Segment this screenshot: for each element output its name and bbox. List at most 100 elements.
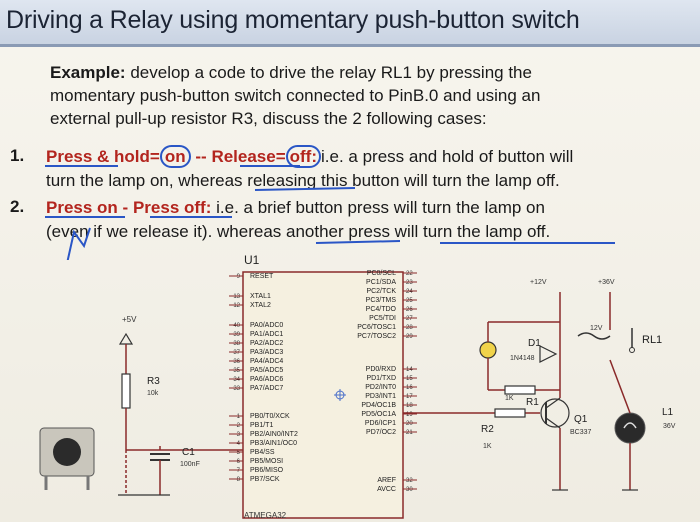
slide-title: Driving a Relay using momentary push-but…	[6, 6, 580, 34]
chip-right-pin-label: PD3/INT1	[365, 393, 396, 400]
chip-right-pin-number: 26	[406, 307, 413, 313]
chip-right-pin-number: 29	[406, 334, 413, 340]
chip-right-pin-number: 15	[406, 376, 413, 382]
r3-value: 10k	[147, 390, 159, 397]
chip-right-pin-number: 14	[406, 367, 413, 373]
chip-right-pin-number: 20	[406, 421, 413, 427]
chip-right-pin-label: PD6/ICP1	[365, 420, 396, 427]
case-2-release-label: Press off:	[132, 198, 212, 217]
chip-left-pin-label: PB0/T0/XCK	[250, 413, 290, 420]
case-2-line-2: (even if we release it). whereas another…	[46, 222, 551, 241]
case-1-press-label: Press & hold=	[46, 147, 160, 166]
l1-value: 36V	[663, 423, 676, 430]
chip-left-pin-label: PB3/AIN1/OC0	[250, 440, 297, 447]
chip-left-pin-label: RESET	[250, 273, 274, 280]
chip-left-pin-number: 12	[233, 303, 240, 309]
chip-left-pin-number: 1	[237, 414, 241, 420]
chip-left-pin-label: PA6/ADC6	[250, 376, 283, 383]
case-1-release-label: Release=	[211, 147, 286, 166]
chip-left-pin-number: 40	[233, 323, 240, 329]
r1-value: 1K	[505, 395, 514, 402]
q1-label: Q1	[574, 414, 588, 425]
chip-left-pin-label: PA1/ADC1	[250, 331, 283, 338]
chip-right-pin-label: PC0/SCL	[367, 270, 396, 277]
chip-right-pin-label: AVCC	[377, 486, 396, 493]
supply-12v: +12V	[530, 279, 547, 286]
chip-left-pin-label: PA2/ADC2	[250, 340, 283, 347]
case-1-rest: i.e. a press and hold of button will	[321, 147, 574, 166]
chip-left-pin-label: PB1/T1	[250, 422, 273, 429]
chip-right-pin-number: 22	[406, 271, 413, 277]
chip-right-pin-number: 24	[406, 289, 413, 295]
title-bar: Driving a Relay using momentary push-but…	[0, 0, 700, 47]
chip-right-pin-label: PC6/TOSC1	[357, 324, 396, 331]
chip-name: ATMEGA32	[244, 511, 287, 520]
chip-right-pin-label: PC1/SDA	[366, 279, 396, 286]
chip-left-pin-label: PA7/ADC7	[250, 385, 283, 392]
chip-left-pin-label: XTAL2	[250, 302, 271, 309]
chip-left-pin-label: PB4/SS	[250, 449, 275, 456]
chip-left-pin-number: 38	[233, 341, 240, 347]
chip-right-pin-label: PC3/TMS	[366, 297, 397, 304]
chip-left-pin-label: PA4/ADC4	[250, 358, 283, 365]
example-label: Example:	[50, 63, 126, 82]
case-1-release-value: off:	[285, 145, 322, 168]
chip-left-pin-number: 37	[233, 350, 240, 356]
chip-right-pin-number: 30	[406, 487, 413, 493]
left-pin-group: RESET9XTAL113XTAL212PA0/ADC040PA1/ADC139…	[229, 273, 298, 483]
chip-left-pin-number: 36	[233, 359, 240, 365]
chip-ref: U1	[244, 253, 260, 267]
chip-left-pin-label: XTAL1	[250, 293, 271, 300]
example-line-3: external pull-up resistor R3, discuss th…	[50, 109, 487, 128]
chip-right-pin-number: 32	[406, 478, 413, 484]
chip-left-pin-number: 9	[237, 274, 241, 280]
c1-value: 100nF	[180, 461, 200, 468]
chip-right-pin-number: 23	[406, 280, 413, 286]
case-1-line-1: Press & hold=on -- Release=off:i.e. a pr…	[46, 145, 574, 168]
case-2-rest: i.e. a brief button press will turn the …	[216, 198, 545, 217]
chip-right-pin-label: AREF	[377, 477, 396, 484]
example-text-1: develop a code to drive the relay RL1 by…	[130, 63, 532, 82]
case-2-press-label: Press on	[46, 198, 118, 217]
chip-left-pin-label: PA0/ADC0	[250, 322, 283, 329]
example-line-2: momentary push-button switch connected t…	[50, 86, 541, 105]
chip-left-pin-number: 35	[233, 368, 240, 374]
chip-right-pin-label: PD2/INT0	[365, 384, 396, 391]
d1-value: 1N4148	[510, 355, 535, 362]
chip-left-pin-number: 4	[237, 441, 241, 447]
chip-right-pin-number: 19	[406, 412, 413, 418]
supply-36v: +36V	[598, 279, 615, 286]
chip-left-pin-number: 2	[237, 423, 241, 429]
chip-right-pin-label: PC2/TCK	[366, 288, 396, 295]
chip-right-pin-label: PD0/RXD	[366, 366, 396, 373]
case-1-press-value: on	[159, 145, 191, 168]
r1-label: R1	[526, 397, 539, 408]
chip-left-pin-label: PA3/ADC3	[250, 349, 283, 356]
r2-label: R2	[481, 424, 494, 435]
chip-right-pin-number: 18	[406, 403, 413, 409]
chip-left-pin-number: 6	[237, 459, 241, 465]
pushbutton-icon	[39, 427, 95, 490]
chip-left-pin-label: PB7/SCK	[250, 476, 280, 483]
chip-right-pin-label: PC5/TDI	[369, 315, 396, 322]
chip-right-pin-label: PD5/OC1A	[361, 411, 396, 418]
chip-right-pin-number: 28	[406, 325, 413, 331]
chip-left-pin-label: PB5/MOSI	[250, 458, 283, 465]
c1-label: C1	[182, 447, 195, 458]
chip-right-pin-number: 21	[406, 430, 413, 436]
chip-right-pin-number: 25	[406, 298, 413, 304]
q1-value: BC337	[570, 429, 592, 436]
d1-label: D1	[528, 338, 541, 349]
chip-right-pin-label: PD4/OC1B	[361, 402, 396, 409]
relay-label: RL1	[642, 334, 662, 346]
case-1-number: 1.	[10, 146, 25, 165]
case-1-line-2: turn the lamp on, whereas releasing this…	[46, 171, 560, 190]
chip-left-pin-number: 33	[233, 386, 240, 392]
chip-left-pin-label: PB6/MISO	[250, 467, 284, 474]
chip-left-pin-number: 3	[237, 432, 241, 438]
relay-value: 12V	[590, 325, 603, 332]
chip-left-pin-label: PA5/ADC5	[250, 367, 283, 374]
